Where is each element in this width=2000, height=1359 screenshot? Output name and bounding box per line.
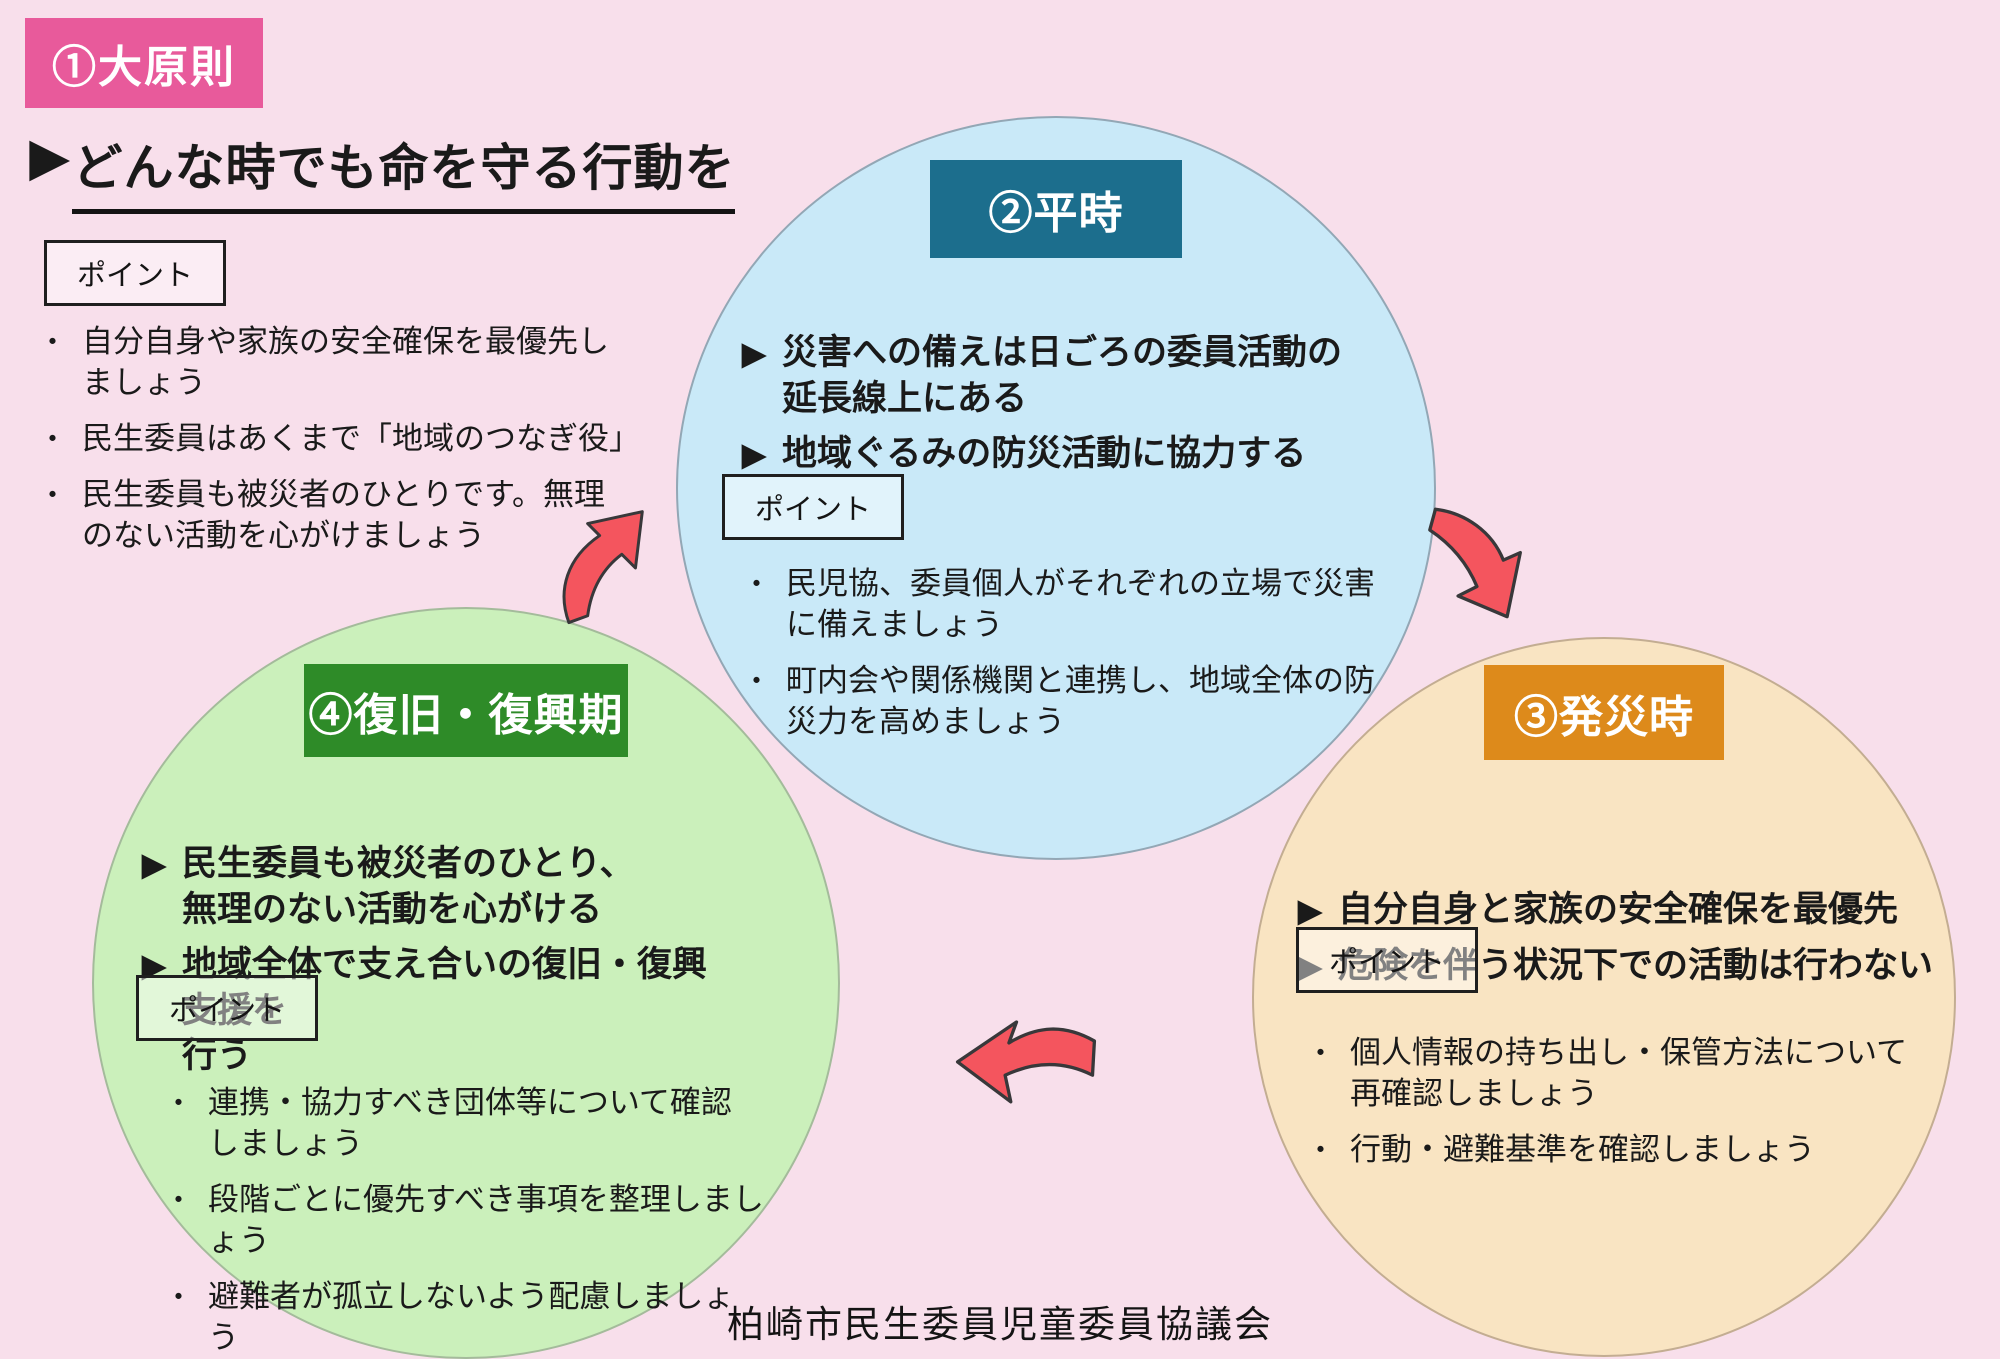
statement-item: ▶ 民生委員も被災者のひとり、 無理のない活動を心がける	[142, 841, 727, 932]
point-text: 民生委員はあくまで「地域のつなぎ役」	[82, 420, 640, 456]
stage-statement-list: ▶ 民生委員も被災者のひとり、 無理のない活動を心がける ▶ 地域全体で支え合い…	[142, 841, 727, 1089]
stage-point-list: ・ 個人情報の持ち出し・保管方法について 再確認しましょう ・ 行動・避難基準を…	[1306, 1033, 1931, 1186]
page-title-text: どんな時でも命を守る行動を	[72, 128, 736, 214]
statement-text: 地域全体で支え合いの復旧・復興支援を 行う	[182, 945, 708, 1075]
point-text: 連携・協力すべき団体等について確認 しましょう	[208, 1085, 732, 1161]
point-item: ・ 自分自身や家族の安全確保を最優先し ましょう	[38, 322, 658, 404]
cycle-arrow-onset-to-recovery-icon	[955, 1020, 1097, 1104]
point-text: 個人情報の持ち出し・保管方法について 再確認しましょう	[1350, 1035, 1908, 1111]
point-item: ・ 避難者が孤立しないよう配慮しましょう	[164, 1277, 764, 1359]
point-label-box: ポイント	[1296, 927, 1479, 993]
point-text: 町内会や関係機関と連携し、地域全体の防 災力を高めましょう	[786, 662, 1375, 739]
point-label-box: ポイント	[722, 474, 905, 540]
dot-bullet-icon: ・	[38, 479, 68, 512]
stage-point-list: ・ 連携・協力すべき団体等について確認 しましょう ・ 段階ごとに優先すべき事項…	[164, 1083, 764, 1359]
stage-point-list: ・ 民児協、委員個人がそれぞれの立場で災害 に備えましょう ・ 町内会や関係機関…	[742, 564, 1407, 758]
dot-bullet-icon: ・	[164, 1281, 194, 1314]
stage-title-disaster-onset: ③発災時	[1484, 665, 1724, 760]
dot-bullet-icon: ・	[742, 665, 772, 698]
point-item: ・ 町内会や関係機関と連携し、地域全体の防 災力を高めましょう	[742, 661, 1407, 743]
point-text: 自分自身や家族の安全確保を最優先し ましょう	[82, 324, 609, 400]
point-label-box: ポイント	[44, 240, 227, 306]
triangle-bullet-icon: ▶	[142, 948, 166, 983]
cycle-stage-disaster-onset: ③発災時 ▶ 自分自身と家族の安全確保を最優先 ▶ 危険を伴う状況下での活動は行…	[1252, 637, 1956, 1357]
dot-bullet-icon: ・	[1306, 1134, 1336, 1167]
statement-item: ▶ 地域ぐるみの防災活動に協力する	[742, 431, 1420, 477]
dot-bullet-icon: ・	[38, 423, 68, 456]
dot-bullet-icon: ・	[164, 1184, 194, 1217]
dot-bullet-icon: ・	[1306, 1038, 1336, 1070]
cycle-arrow-recovery-to-normal-icon	[562, 510, 644, 625]
stage-title-normal-times: ②平時	[930, 160, 1182, 258]
point-text: 民生委員も被災者のひとりです。無理 のない活動を心がけましょう	[82, 476, 605, 553]
point-item: ・ 個人情報の持ち出し・保管方法について 再確認しましょう	[1306, 1033, 1931, 1115]
stage-title-recovery: ④復旧・復興期	[304, 664, 628, 757]
statement-item: ▶ 危険を伴う状況下での活動は行わない	[1298, 943, 1943, 989]
triangle-bullet-icon: ▶	[742, 336, 766, 371]
point-text: 段階ごとに優先すべき事項を整理しましょう	[208, 1181, 764, 1258]
triangle-bullet-icon: ▶	[1298, 948, 1322, 984]
cycle-arrow-normal-to-onset-icon	[1428, 507, 1522, 619]
principle-point-list: ・ 自分自身や家族の安全確保を最優先し ましょう ・ 民生委員はあくまで「地域の…	[38, 322, 658, 572]
point-item: ・ 民生委員はあくまで「地域のつなぎ役」	[38, 419, 658, 460]
organization-name: 柏崎市民生委員児童委員協議会	[727, 1304, 1273, 1345]
point-item: ・ 段階ごとに優先すべき事項を整理しましょう	[164, 1180, 764, 1262]
stage-statement-list: ▶ 自分自身と家族の安全確保を最優先 ▶ 危険を伴う状況下での活動は行わない	[1298, 887, 1943, 998]
point-item: ・ 民生委員も被災者のひとりです。無理 のない活動を心がけましょう	[38, 475, 658, 557]
triangle-bullet-icon: ▶	[30, 129, 69, 185]
triangle-bullet-icon: ▶	[1298, 893, 1322, 928]
stage-statement-list: ▶ 災害への備えは日ごろの委員活動の 延長線上にある ▶ 地域ぐるみの防災活動に…	[742, 330, 1420, 487]
statement-text: 民生委員も被災者のひとり、 無理のない活動を心がける	[182, 844, 635, 929]
point-label-box: ポイント	[136, 975, 319, 1041]
principle-badge: ①大原則	[25, 18, 263, 108]
triangle-bullet-icon: ▶	[742, 437, 766, 472]
cycle-stage-normal-times: ②平時 ▶ 災害への備えは日ごろの委員活動の 延長線上にある ▶ 地域ぐるみの防…	[676, 116, 1436, 860]
statement-text: 危険を伴う状況下での活動は行わない	[1338, 945, 1934, 985]
triangle-bullet-icon: ▶	[142, 847, 166, 882]
point-item: ・ 連携・協力すべき団体等について確認 しましょう	[164, 1083, 764, 1165]
point-item: ・ 行動・避難基準を確認しましょう	[1306, 1130, 1931, 1171]
point-text: 民児協、委員個人がそれぞれの立場で災害 に備えましょう	[786, 566, 1375, 642]
dot-bullet-icon: ・	[164, 1088, 194, 1120]
dot-bullet-icon: ・	[38, 327, 68, 359]
statement-text: 自分自身と家族の安全確保を最優先	[1338, 890, 1899, 929]
statement-text: 災害への備えは日ごろの委員活動の 延長線上にある	[782, 333, 1343, 418]
point-text: 避難者が孤立しないよう配慮しましょう	[208, 1278, 735, 1355]
point-text: 行動・避難基準を確認しましょう	[1350, 1131, 1815, 1167]
statement-item: ▶ 地域全体で支え合いの復旧・復興支援を 行う	[142, 942, 727, 1079]
dot-bullet-icon: ・	[742, 569, 772, 601]
statement-item: ▶ 災害への備えは日ごろの委員活動の 延長線上にある	[742, 330, 1420, 421]
page-title: ▶ どんな時でも命を守る行動を	[30, 128, 736, 214]
statement-text: 地域ぐるみの防災活動に協力する	[782, 434, 1307, 473]
statement-item: ▶ 自分自身と家族の安全確保を最優先	[1298, 887, 1943, 933]
cycle-stage-recovery: ④復旧・復興期 ▶ 民生委員も被災者のひとり、 無理のない活動を心がける ▶ 地…	[92, 607, 840, 1359]
point-item: ・ 民児協、委員個人がそれぞれの立場で災害 に備えましょう	[742, 564, 1407, 646]
